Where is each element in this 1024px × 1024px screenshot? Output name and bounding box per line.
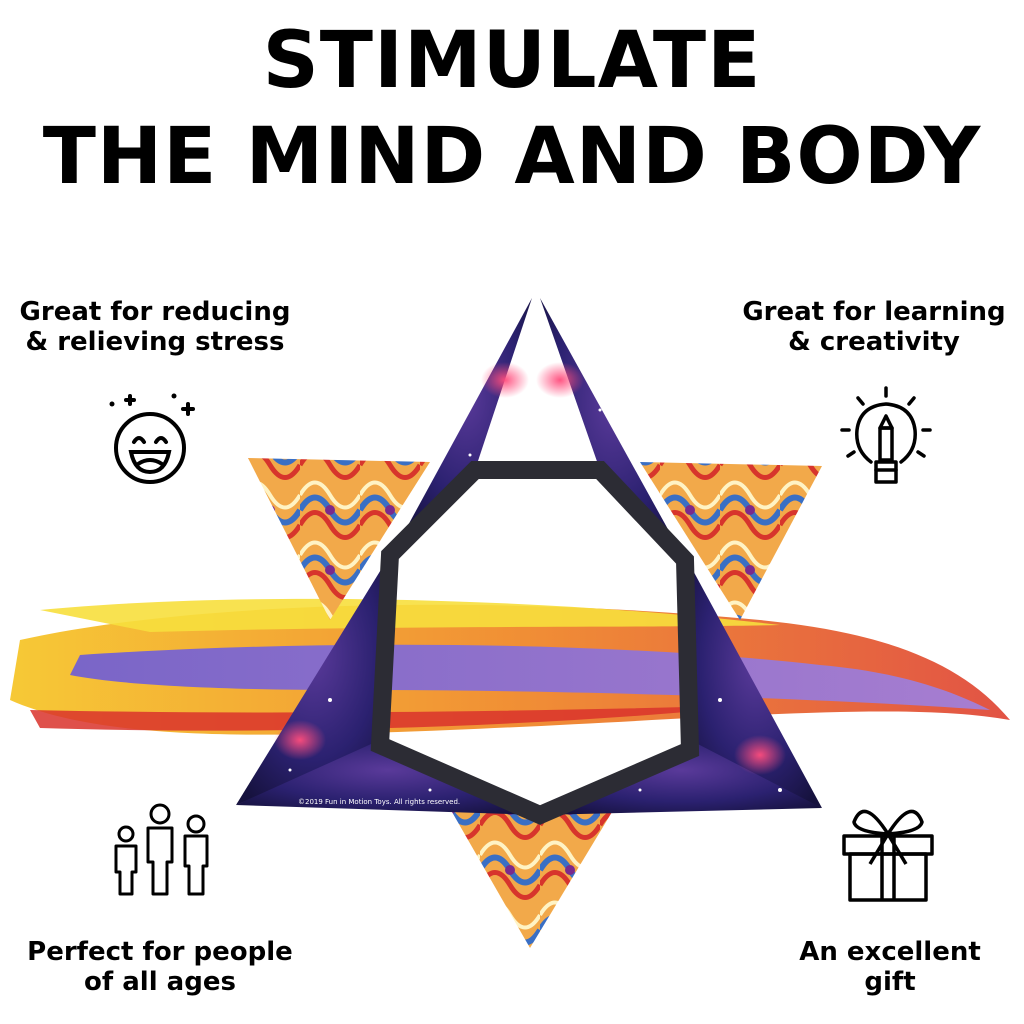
lightbulb-pencil-icon <box>840 386 932 484</box>
feature-gift-line-2: gift <box>864 967 916 997</box>
feature-learning-line-2: & creativity <box>788 327 960 357</box>
feature-gift: An excellent gift <box>770 937 1010 997</box>
paint-stroke <box>10 598 1010 735</box>
headline-line-1: STIMULATE <box>262 16 762 106</box>
feature-stress-line-2: & relieving stress <box>25 327 285 357</box>
feature-all-ages: Perfect for people of all ages <box>0 937 320 997</box>
feature-gift-line-1: An excellent <box>799 937 981 967</box>
feature-learning: Great for learning & creativity <box>724 297 1024 357</box>
gift-box-icon <box>842 809 934 902</box>
copyright-notice: ©2019 Fun in Motion Toys. All rights res… <box>298 798 460 806</box>
smiley-icon <box>109 393 195 484</box>
feature-ages-line-2: of all ages <box>84 967 236 997</box>
headline-line-2: THE MIND AND BODY <box>42 112 982 202</box>
product-illustration: ©2019 Fun in Motion Toys. All rights res… <box>10 298 1010 948</box>
family-icon <box>114 803 209 896</box>
star-shaped-puzzle-cube: ©2019 Fun in Motion Toys. All rights res… <box>236 298 822 948</box>
feature-stress-relief: Great for reducing & relieving stress <box>0 297 310 357</box>
feature-stress-line-1: Great for reducing <box>19 297 291 327</box>
feature-ages-line-1: Perfect for people <box>27 937 293 967</box>
feature-learning-line-1: Great for learning <box>742 297 1006 327</box>
